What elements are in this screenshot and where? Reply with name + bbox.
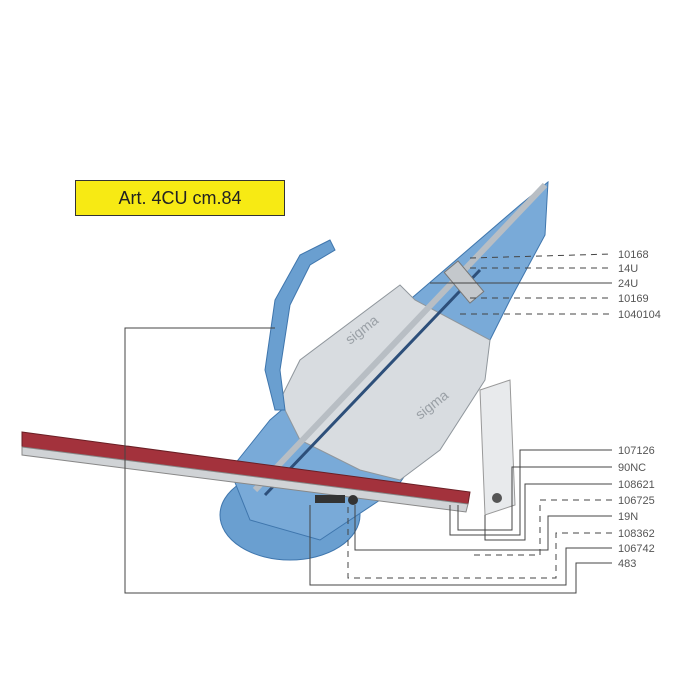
article-title: Art. 4CU cm.84 <box>75 180 285 216</box>
scoring-head <box>443 260 485 304</box>
callout-labels-bottom: 107126 90NC 108621 106725 19N 108362 106… <box>618 445 655 570</box>
guide-rail-inner <box>263 268 482 497</box>
guide-rail <box>252 182 548 493</box>
lever <box>315 495 345 503</box>
ruler-bar <box>21 446 469 513</box>
base-plate <box>279 284 491 481</box>
part-label: 10169 <box>618 293 649 305</box>
part-label: 483 <box>618 558 636 570</box>
part-label: 108362 <box>618 528 655 540</box>
part-label: 14U <box>618 263 638 275</box>
part-label: 1040104 <box>618 309 661 321</box>
part-label: 24U <box>618 278 638 290</box>
part-label: 10168 <box>618 249 649 261</box>
knob <box>348 495 358 505</box>
square-guide <box>479 379 516 516</box>
part-label: 106742 <box>618 543 655 555</box>
part-label: 19N <box>618 511 638 523</box>
part-label: 107126 <box>618 445 655 457</box>
handle <box>264 239 336 411</box>
callout-labels-top: 10168 14U 24U 10169 1040104 <box>618 249 661 321</box>
ruler-stop <box>492 493 502 503</box>
part-label: 90NC <box>618 462 646 474</box>
part-label: 106725 <box>618 495 655 507</box>
part-label: 108621 <box>618 479 655 491</box>
